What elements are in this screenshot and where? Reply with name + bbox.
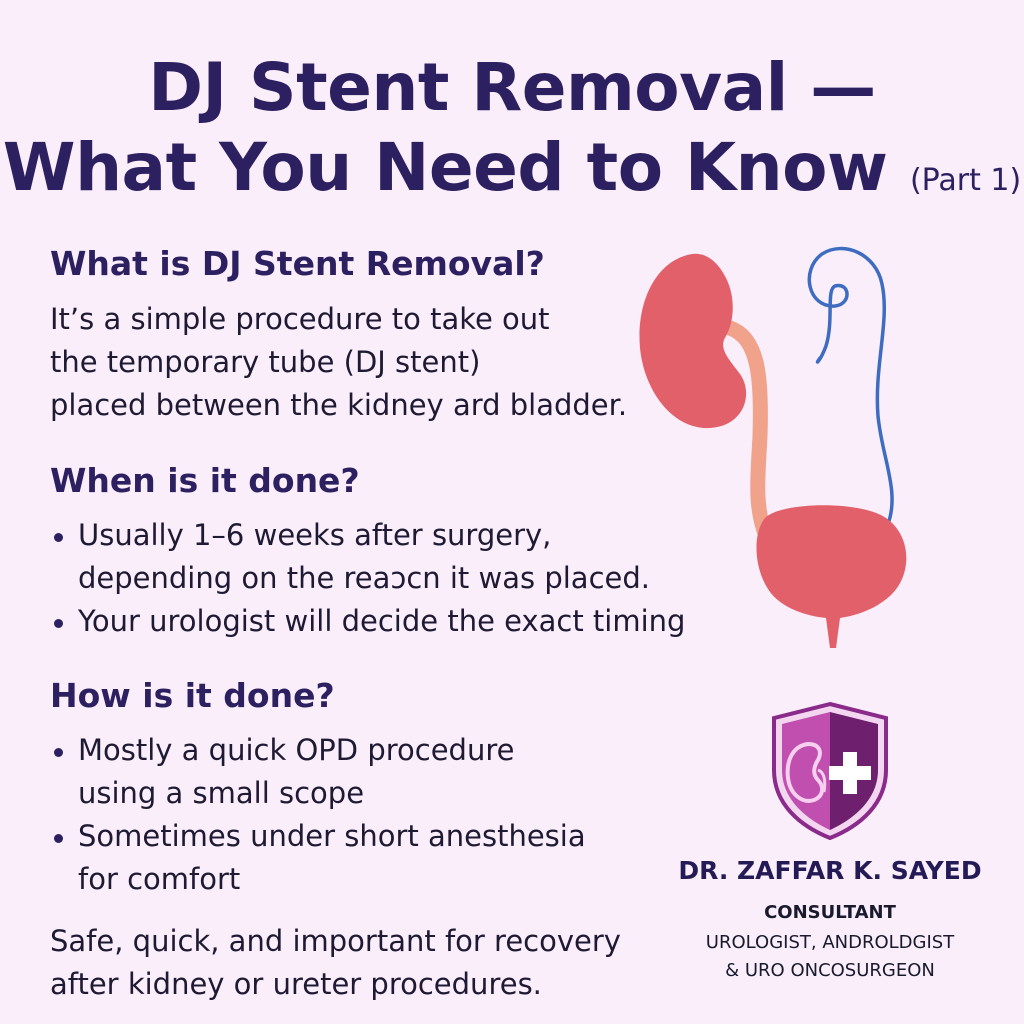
closing-note: Safe, quick, and important for recovery …	[50, 920, 621, 1006]
doctor-title-oncosurgeon: & URO ONCOSURGEON	[725, 960, 935, 981]
bullet-line: using a small scope	[78, 776, 365, 810]
what-heading: What is DJ Stent Removal?	[50, 244, 545, 283]
closing-line: after kidney or ureter procedures.	[50, 967, 542, 1001]
shield-logo-icon	[772, 701, 888, 840]
bullet-item: Usually 1–6 weeks after surgery, dependi…	[50, 514, 685, 600]
when-heading: When is it done?	[50, 461, 360, 500]
bullet-line: for comfort	[78, 862, 241, 896]
kidney-ureter-bladder-illustration	[639, 246, 907, 648]
medical-cross-icon	[829, 752, 871, 794]
bladder-icon	[756, 505, 907, 648]
bullet-line: Your urologist will decide the exact tim…	[78, 604, 686, 638]
bullet-line: Mostly a quick OPD procedure	[78, 733, 515, 767]
bullet-item: Sometimes under short anesthesia for com…	[50, 815, 586, 901]
title-line-2: What You Need to Know (Part 1)	[0, 128, 1024, 221]
bullet-line: Sometimes under short anesthesia	[78, 819, 586, 853]
how-bullet-list: Mostly a quick OPD procedure using a sma…	[50, 729, 586, 901]
title-main: What You Need to Know	[2, 129, 888, 206]
what-line: placed between the kidney ard bladder.	[50, 388, 628, 422]
stent-icon	[807, 246, 894, 526]
title-line-1: DJ Stent Removal —	[148, 49, 876, 126]
what-line: the temporary tube (DJ stent)	[50, 345, 481, 379]
kidney-outline-icon	[785, 741, 825, 803]
title-part-label: (Part 1)	[909, 163, 1022, 198]
when-bullet-list: Usually 1–6 weeks after surgery, dependi…	[50, 514, 685, 643]
doctor-title-specialty: UROLOGIST, ANDROLDGIST	[705, 932, 955, 953]
what-line: It’s a simple procedure to take out	[50, 302, 550, 336]
doctor-name: DR. ZAFFAR K. SAYED	[678, 856, 982, 885]
bullet-item: Mostly a quick OPD procedure using a sma…	[50, 729, 586, 815]
bullet-item: Your urologist will decide the exact tim…	[50, 600, 685, 643]
kidney-icon	[639, 253, 747, 429]
ureter-icon	[722, 320, 774, 544]
bullet-line: depending on the reaɔcn it was placed.	[78, 561, 650, 595]
doctor-title-consultant: CONSULTANT	[764, 902, 896, 923]
bullet-line: Usually 1–6 weeks after surgery,	[78, 518, 552, 552]
closing-line: Safe, quick, and important for recovery	[50, 924, 621, 958]
how-heading: How is it done?	[50, 676, 335, 715]
what-description: It’s a simple procedure to take out the …	[50, 298, 627, 427]
page-title: DJ Stent Removal — What You Need to Know…	[0, 48, 1024, 221]
